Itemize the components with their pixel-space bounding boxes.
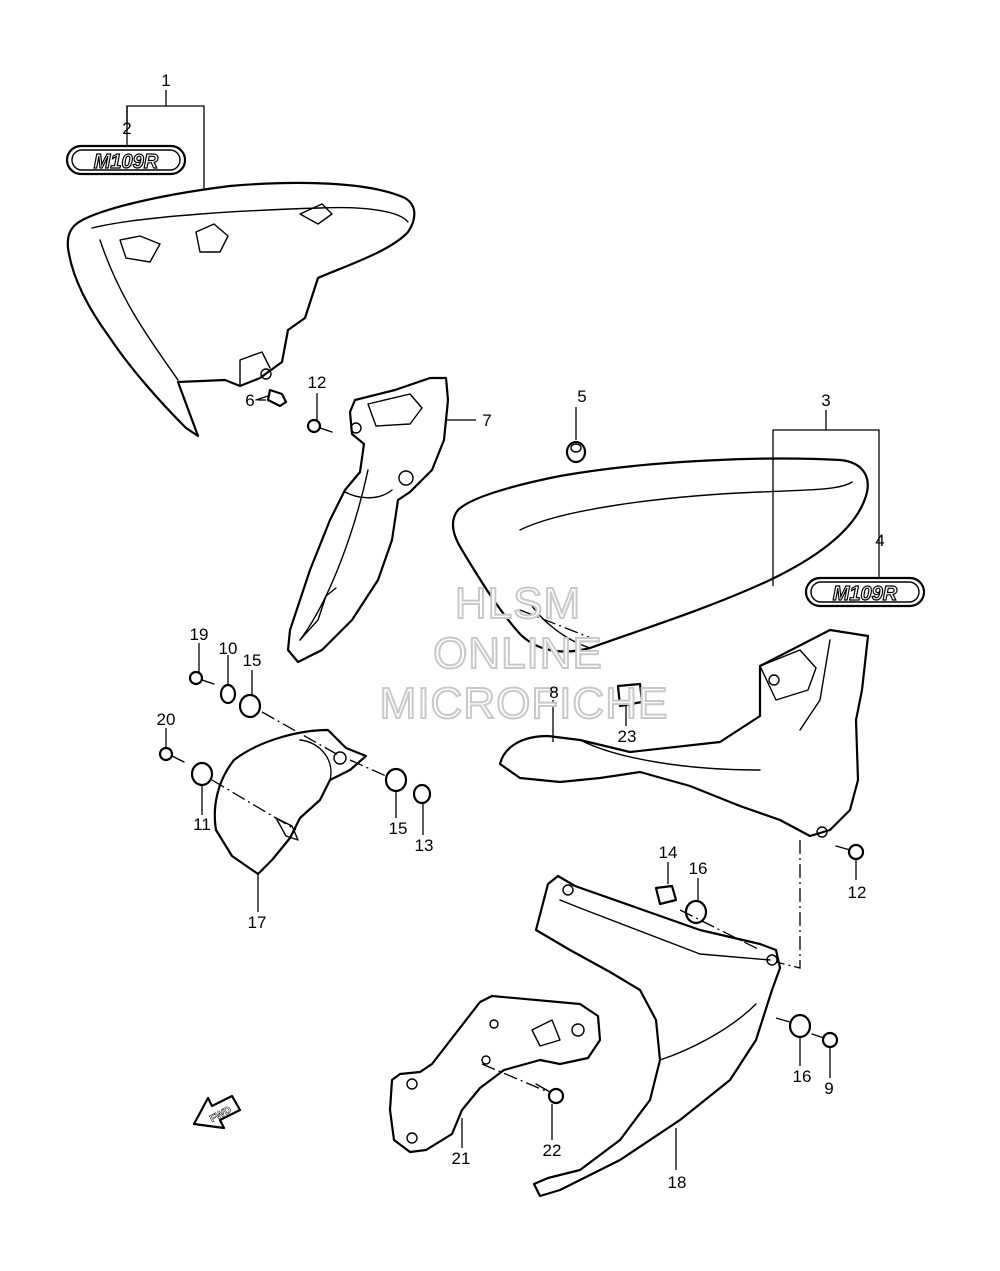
lower-cover [532, 874, 782, 1198]
callout-16-top: 16 [689, 859, 708, 878]
callout-12-right: 12 [848, 883, 867, 902]
callout-21: 21 [452, 1149, 471, 1168]
emblem-left-text: M109R [94, 151, 159, 173]
callout-15-left: 15 [243, 651, 262, 670]
left-frame-cover [66, 181, 416, 438]
callout-20: 20 [157, 710, 176, 729]
lower-bracket-plate [388, 994, 602, 1154]
emblem-right: M109R [804, 576, 926, 608]
callout-14: 14 [659, 843, 678, 862]
callout-4: 4 [875, 531, 884, 550]
callout-15-right: 15 [389, 819, 408, 838]
frame-bracket [286, 376, 450, 664]
emblem-right-text: M109R [833, 583, 898, 605]
callout-9: 9 [824, 1079, 833, 1098]
callout-10: 10 [219, 639, 238, 658]
callout-11: 11 [193, 815, 211, 834]
callout-3: 3 [821, 391, 830, 410]
leader-lines [126, 90, 880, 1170]
callout-8: 8 [549, 683, 558, 702]
callout-13: 13 [415, 836, 434, 855]
right-side-bracket [498, 628, 870, 838]
callout-labels: 1 2 3 4 5 6 7 8 9 10 11 12 12 13 14 15 1… [122, 71, 884, 1192]
watermark-line3: MICROFICHE [380, 679, 669, 728]
left-lower-cover [213, 728, 368, 876]
callout-2: 2 [122, 119, 131, 138]
watermark: HLSM ONLINE MICROFICHE [379, 578, 669, 729]
callout-22: 22 [543, 1141, 562, 1160]
callout-17: 17 [248, 913, 267, 932]
callout-5: 5 [577, 387, 586, 406]
right-frame-cover [452, 457, 869, 653]
callout-7: 7 [482, 411, 491, 430]
callout-6: 6 [245, 391, 254, 410]
callout-1: 1 [161, 71, 170, 90]
assembly-lines [211, 609, 801, 1093]
callout-18: 18 [668, 1173, 687, 1192]
fwd-arrow-icon: FWD [192, 1094, 242, 1130]
watermark-line2: ONLINE [433, 629, 603, 678]
emblem-left: M109R [65, 144, 187, 176]
callout-12-top: 12 [308, 373, 327, 392]
callout-23: 23 [618, 727, 637, 746]
hardware [158, 388, 865, 1105]
watermark-line1: HLSM [455, 579, 581, 628]
callout-19: 19 [190, 625, 209, 644]
callout-16-bottom: 16 [793, 1067, 812, 1086]
